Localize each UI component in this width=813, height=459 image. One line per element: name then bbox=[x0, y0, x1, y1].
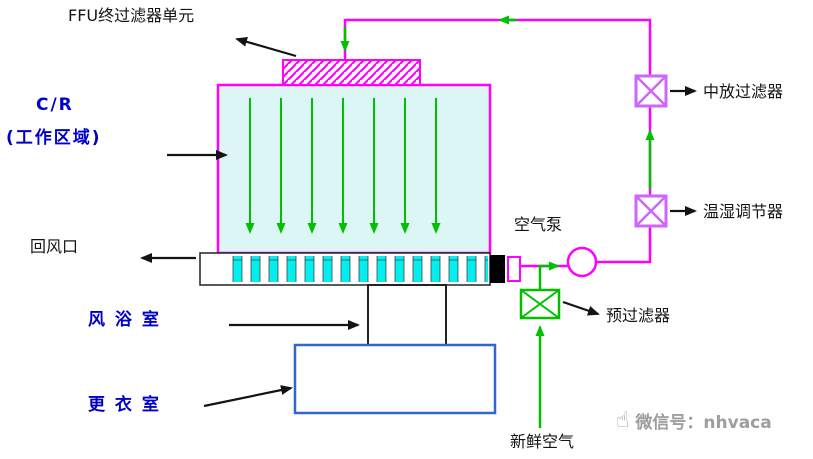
mid-filter-box bbox=[634, 74, 668, 108]
fresh-air-label: 新鲜空气 bbox=[510, 432, 575, 451]
pre-filter-box bbox=[519, 288, 561, 320]
pre-filter-label-arrow bbox=[562, 300, 600, 316]
watermark: ☝ 微信号：nhvaca bbox=[616, 408, 772, 433]
wechat-hand-logo-icon: ☝ bbox=[616, 407, 630, 433]
laminar-flow-arrows bbox=[245, 98, 441, 234]
mid-filter-label: 中放过滤器 bbox=[703, 82, 784, 101]
ffu-label-arrow bbox=[235, 36, 297, 58]
air-shower-label: 风 浴 室 bbox=[88, 310, 161, 330]
changing-room-label: 更 衣 室 bbox=[88, 395, 161, 415]
pre-filter-label: 预过滤器 bbox=[606, 306, 671, 325]
return-duct-inlet-box bbox=[507, 256, 521, 282]
changing-room-box bbox=[293, 343, 497, 415]
air-shower-box bbox=[367, 284, 447, 346]
air-pump-label: 空气泵 bbox=[514, 215, 563, 234]
changing-room-label-arrow bbox=[203, 385, 293, 408]
cleanroom-box bbox=[216, 83, 492, 255]
cr-area-label: (工作区域) bbox=[6, 128, 102, 148]
pump-inlet-flow-arrow bbox=[538, 261, 560, 291]
return-air-label: 回风口 bbox=[30, 237, 79, 256]
return-air-block bbox=[490, 255, 505, 283]
ffu-filter-label: FFU终过滤器单元 bbox=[68, 6, 195, 25]
cr-label: C/R bbox=[36, 95, 74, 115]
floor-grille-bars bbox=[231, 256, 488, 282]
air-pump-circle bbox=[566, 246, 598, 278]
watermark-text: 微信号：nhvaca bbox=[635, 413, 772, 433]
temp-humidity-box bbox=[634, 194, 668, 228]
annotation-arrows bbox=[140, 36, 697, 408]
duct-flow-arrows bbox=[340, 15, 655, 428]
temp-humidity-label: 温湿调节器 bbox=[703, 202, 784, 221]
ffu-filter-box bbox=[282, 59, 421, 86]
